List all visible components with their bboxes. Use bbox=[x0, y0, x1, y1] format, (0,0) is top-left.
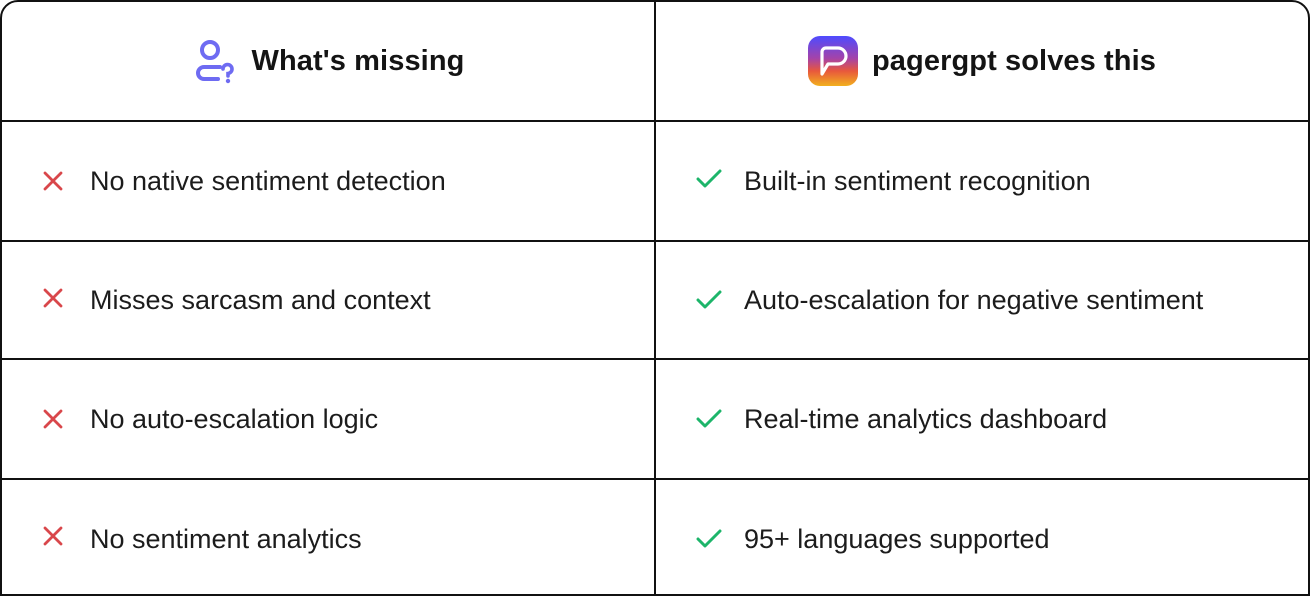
solution-text: Auto-escalation for negative sentiment bbox=[744, 284, 1204, 315]
table-row: No auto-escalation logic Real-time analy… bbox=[2, 360, 1308, 480]
solution-text: Real-time analytics dashboard bbox=[744, 403, 1108, 434]
table-row: No native sentiment detection Built-in s… bbox=[2, 122, 1308, 242]
check-mark-icon bbox=[696, 166, 722, 192]
missing-cell: No auto-escalation logic bbox=[2, 360, 656, 478]
header-label-solution: pagergpt solves this bbox=[871, 44, 1156, 77]
table-row: No sentiment analytics 95+ languages sup… bbox=[2, 480, 1308, 594]
table-header-row: What's missing pagergp bbox=[2, 2, 1308, 122]
solution-cell: Built-in sentiment recognition bbox=[656, 122, 1308, 240]
table-row: Misses sarcasm and context Auto-escalati… bbox=[2, 242, 1308, 360]
check-mark-icon bbox=[696, 526, 722, 552]
user-question-icon bbox=[192, 38, 236, 84]
solution-text: 95+ languages supported bbox=[744, 523, 1050, 554]
missing-text: No auto-escalation logic bbox=[90, 403, 379, 434]
missing-text: No native sentiment detection bbox=[90, 165, 446, 196]
x-mark-icon bbox=[40, 523, 66, 549]
missing-text: No sentiment analytics bbox=[90, 523, 362, 554]
check-mark-icon bbox=[696, 287, 722, 313]
pagergpt-logo-icon bbox=[807, 36, 858, 86]
solution-cell: Real-time analytics dashboard bbox=[656, 360, 1308, 478]
missing-text: Misses sarcasm and context bbox=[90, 284, 431, 315]
solution-cell: Auto-escalation for negative sentiment bbox=[656, 242, 1308, 358]
x-mark-icon bbox=[40, 168, 66, 194]
solution-text: Built-in sentiment recognition bbox=[744, 165, 1091, 196]
check-mark-icon bbox=[696, 406, 722, 432]
missing-cell: No native sentiment detection bbox=[2, 122, 656, 240]
missing-cell: No sentiment analytics bbox=[2, 480, 656, 594]
solution-cell: 95+ languages supported bbox=[656, 480, 1308, 594]
x-mark-icon bbox=[40, 285, 66, 311]
x-mark-icon bbox=[40, 406, 66, 432]
header-label-missing: What's missing bbox=[251, 44, 465, 77]
missing-cell: Misses sarcasm and context bbox=[2, 242, 656, 358]
header-cell-missing: What's missing bbox=[2, 2, 656, 120]
header-cell-solution: pagergpt solves this bbox=[656, 2, 1308, 120]
